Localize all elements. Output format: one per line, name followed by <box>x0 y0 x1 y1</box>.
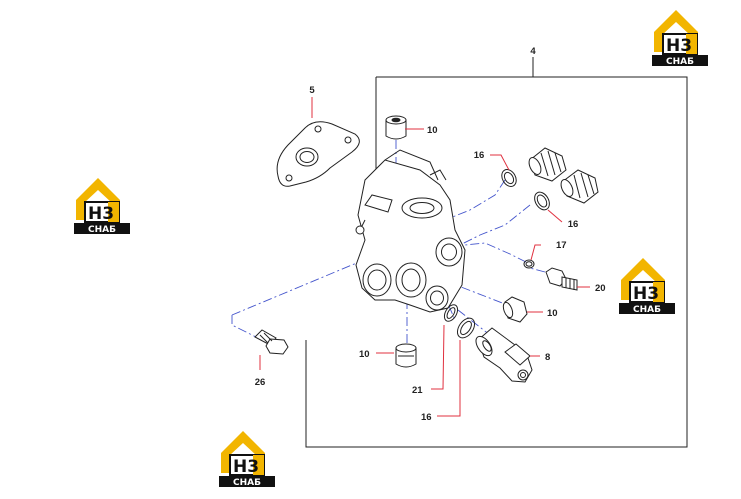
watermark-logo-bottom: H3 СНАБ <box>218 430 276 488</box>
logo-caption: СНАБ <box>88 225 116 235</box>
label-bolt: 26 <box>255 377 266 388</box>
fitting-lower <box>560 169 599 204</box>
oring-b <box>534 191 550 211</box>
logo-letters: H3 <box>666 36 692 56</box>
label-plug-right: 10 <box>547 308 558 319</box>
label-valve: 8 <box>545 352 550 363</box>
oring-c <box>456 317 476 339</box>
logo-caption: СНАБ <box>233 478 261 488</box>
oring-small <box>523 259 535 269</box>
logo-letters: H3 <box>633 284 659 304</box>
callout-labels: 4 5 10 16 16 17 20 10 8 10 26 21 16 <box>255 46 606 423</box>
watermark-logo-left: H3 СНАБ <box>73 177 131 235</box>
label-gasket: 5 <box>309 85 315 96</box>
label-oring-small: 17 <box>556 240 567 251</box>
valve-cartridge <box>475 327 533 383</box>
plug-right <box>502 296 528 323</box>
callout-leaders <box>259 97 590 417</box>
label-plug-bottom: 10 <box>359 349 370 360</box>
label-plug-top: 10 <box>427 125 438 136</box>
label-oring-b: 16 <box>568 219 579 230</box>
label-oring-a: 16 <box>474 150 485 161</box>
label-assembly: 4 <box>530 46 536 57</box>
label-sensor: 20 <box>595 283 606 294</box>
logo-caption: СНАБ <box>666 57 694 67</box>
label-oring-c: 16 <box>421 412 432 423</box>
valve-body <box>355 149 466 313</box>
sensor <box>545 267 578 291</box>
oring-a <box>501 169 517 187</box>
watermark-logo-top-right: H3 СНАБ <box>651 9 709 67</box>
gasket <box>276 121 360 187</box>
ring-21 <box>443 304 459 322</box>
watermark-logo-right: H3 СНАБ <box>618 257 676 315</box>
plug-top <box>385 115 407 140</box>
label-ring-21: 21 <box>412 385 423 396</box>
logo-letters: H3 <box>233 457 259 477</box>
fitting-upper <box>528 147 567 182</box>
plug-bottom <box>395 343 417 368</box>
bolt <box>254 329 289 355</box>
logo-caption: СНАБ <box>633 305 661 315</box>
logo-letters: H3 <box>88 204 114 224</box>
